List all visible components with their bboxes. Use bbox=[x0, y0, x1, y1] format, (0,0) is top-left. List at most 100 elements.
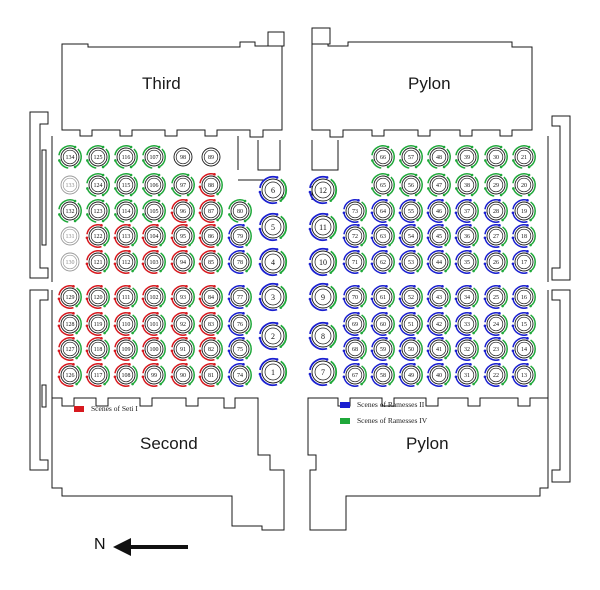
scene-arrowhead bbox=[131, 269, 134, 273]
scene-arrowhead bbox=[57, 324, 61, 328]
scene-arrowhead bbox=[258, 336, 262, 340]
scene-arrowhead bbox=[325, 213, 329, 216]
column-inner-ring bbox=[459, 341, 475, 357]
scene-arrowhead bbox=[442, 193, 446, 197]
scene-arrowhead bbox=[72, 312, 75, 315]
scene-arrowhead bbox=[185, 285, 188, 288]
scene-arc bbox=[171, 250, 187, 261]
scene-arrowhead bbox=[511, 236, 515, 240]
column-inner-ring bbox=[203, 149, 219, 165]
scene-arc bbox=[309, 228, 328, 242]
column-21: 21 bbox=[512, 145, 536, 169]
column-61: 61 bbox=[370, 285, 395, 309]
column-number: 70 bbox=[352, 295, 358, 301]
scene-arrowhead bbox=[157, 219, 161, 223]
scene-arrowhead bbox=[416, 304, 419, 308]
column-79: 79 bbox=[227, 224, 252, 248]
scene-arc bbox=[86, 337, 102, 348]
column-inner-ring bbox=[431, 149, 447, 165]
column-number: 31 bbox=[464, 373, 470, 379]
scene-arrowhead bbox=[413, 363, 416, 366]
scene-arrowhead bbox=[242, 285, 245, 288]
scene-arc bbox=[259, 373, 278, 387]
scene-arrowhead bbox=[170, 375, 174, 379]
scene-arrowhead bbox=[73, 145, 77, 149]
scene-arc bbox=[199, 263, 215, 274]
scene-arrowhead bbox=[483, 324, 487, 328]
column-number: 3 bbox=[271, 293, 275, 302]
column-inner-ring bbox=[232, 367, 248, 383]
scene-arrowhead bbox=[85, 297, 89, 301]
scene-arrowhead bbox=[275, 176, 279, 179]
column-number: 23 bbox=[493, 347, 499, 353]
column-number: 13 bbox=[521, 373, 527, 379]
column-number: 114 bbox=[122, 209, 131, 215]
column-number: 71 bbox=[352, 260, 358, 266]
scene-arc bbox=[199, 186, 215, 197]
column-number: 24 bbox=[493, 322, 499, 328]
scene-arrowhead bbox=[370, 349, 374, 353]
scene-arrowhead bbox=[444, 331, 447, 335]
scene-arrowhead bbox=[483, 262, 487, 266]
scene-arrowhead bbox=[242, 312, 245, 315]
scene-arc bbox=[217, 201, 223, 221]
column-inner-ring bbox=[118, 254, 134, 270]
column-29: 29 bbox=[484, 173, 508, 197]
column-inner-ring bbox=[347, 341, 363, 357]
scene-arc bbox=[361, 226, 367, 246]
scene-arc bbox=[512, 263, 528, 274]
scene-arrowhead bbox=[426, 211, 430, 215]
scene-arc bbox=[309, 263, 328, 277]
scene-arc bbox=[217, 287, 223, 307]
scene-arc bbox=[132, 365, 138, 385]
column-24: 24 bbox=[483, 312, 508, 336]
column-number: 103 bbox=[150, 260, 159, 266]
column-number: 44 bbox=[436, 260, 442, 266]
scene-arrowhead bbox=[216, 304, 219, 308]
scene-arrowhead bbox=[72, 337, 75, 340]
scene-arrowhead bbox=[103, 304, 106, 308]
scene-arc bbox=[512, 376, 528, 387]
scene-arc bbox=[343, 312, 359, 323]
scene-arrowhead bbox=[511, 324, 515, 328]
column-inner-ring bbox=[90, 289, 106, 305]
column-inner-ring bbox=[203, 177, 219, 193]
scene-arc bbox=[58, 145, 76, 156]
scene-arc bbox=[389, 365, 395, 385]
scene-arrowhead bbox=[385, 312, 388, 315]
scene-arrowhead bbox=[529, 382, 532, 386]
scene-arc bbox=[171, 350, 187, 361]
column-inner-ring bbox=[459, 367, 475, 383]
scene-arc bbox=[244, 202, 252, 222]
scene-arc bbox=[445, 287, 451, 307]
scene-arc bbox=[130, 148, 138, 168]
column-1: 1 bbox=[258, 357, 288, 387]
scene-arc bbox=[484, 363, 500, 374]
scene-arrowhead bbox=[442, 145, 446, 149]
scene-arrowhead bbox=[213, 250, 216, 253]
scene-arrowhead bbox=[484, 159, 487, 162]
scene-arrowhead bbox=[227, 236, 231, 240]
scene-arrowhead bbox=[141, 324, 145, 328]
scene-arrowhead bbox=[128, 285, 131, 288]
column-46: 46 bbox=[426, 199, 451, 223]
column-114: 114 bbox=[114, 199, 138, 223]
column-number: 117 bbox=[94, 373, 103, 379]
scene-arc bbox=[132, 314, 138, 334]
column-73: 73 bbox=[342, 199, 367, 223]
scene-arrowhead bbox=[441, 199, 444, 202]
column-number: 134 bbox=[66, 155, 75, 161]
second-pylon-right-wall bbox=[307, 397, 549, 531]
scene-arrowhead bbox=[213, 224, 216, 227]
column-inner-ring bbox=[314, 363, 332, 381]
column-inner-ring bbox=[175, 228, 191, 244]
scene-arrowhead bbox=[398, 375, 402, 379]
scene-arrowhead bbox=[213, 312, 216, 315]
scene-arc bbox=[389, 201, 395, 221]
column-inner-ring bbox=[62, 177, 78, 193]
hall-frame-left bbox=[51, 136, 283, 398]
column-number: 75 bbox=[237, 347, 243, 353]
column-100: 100 bbox=[141, 337, 166, 361]
column-number: 105 bbox=[150, 209, 159, 215]
scene-arrowhead bbox=[213, 173, 216, 176]
